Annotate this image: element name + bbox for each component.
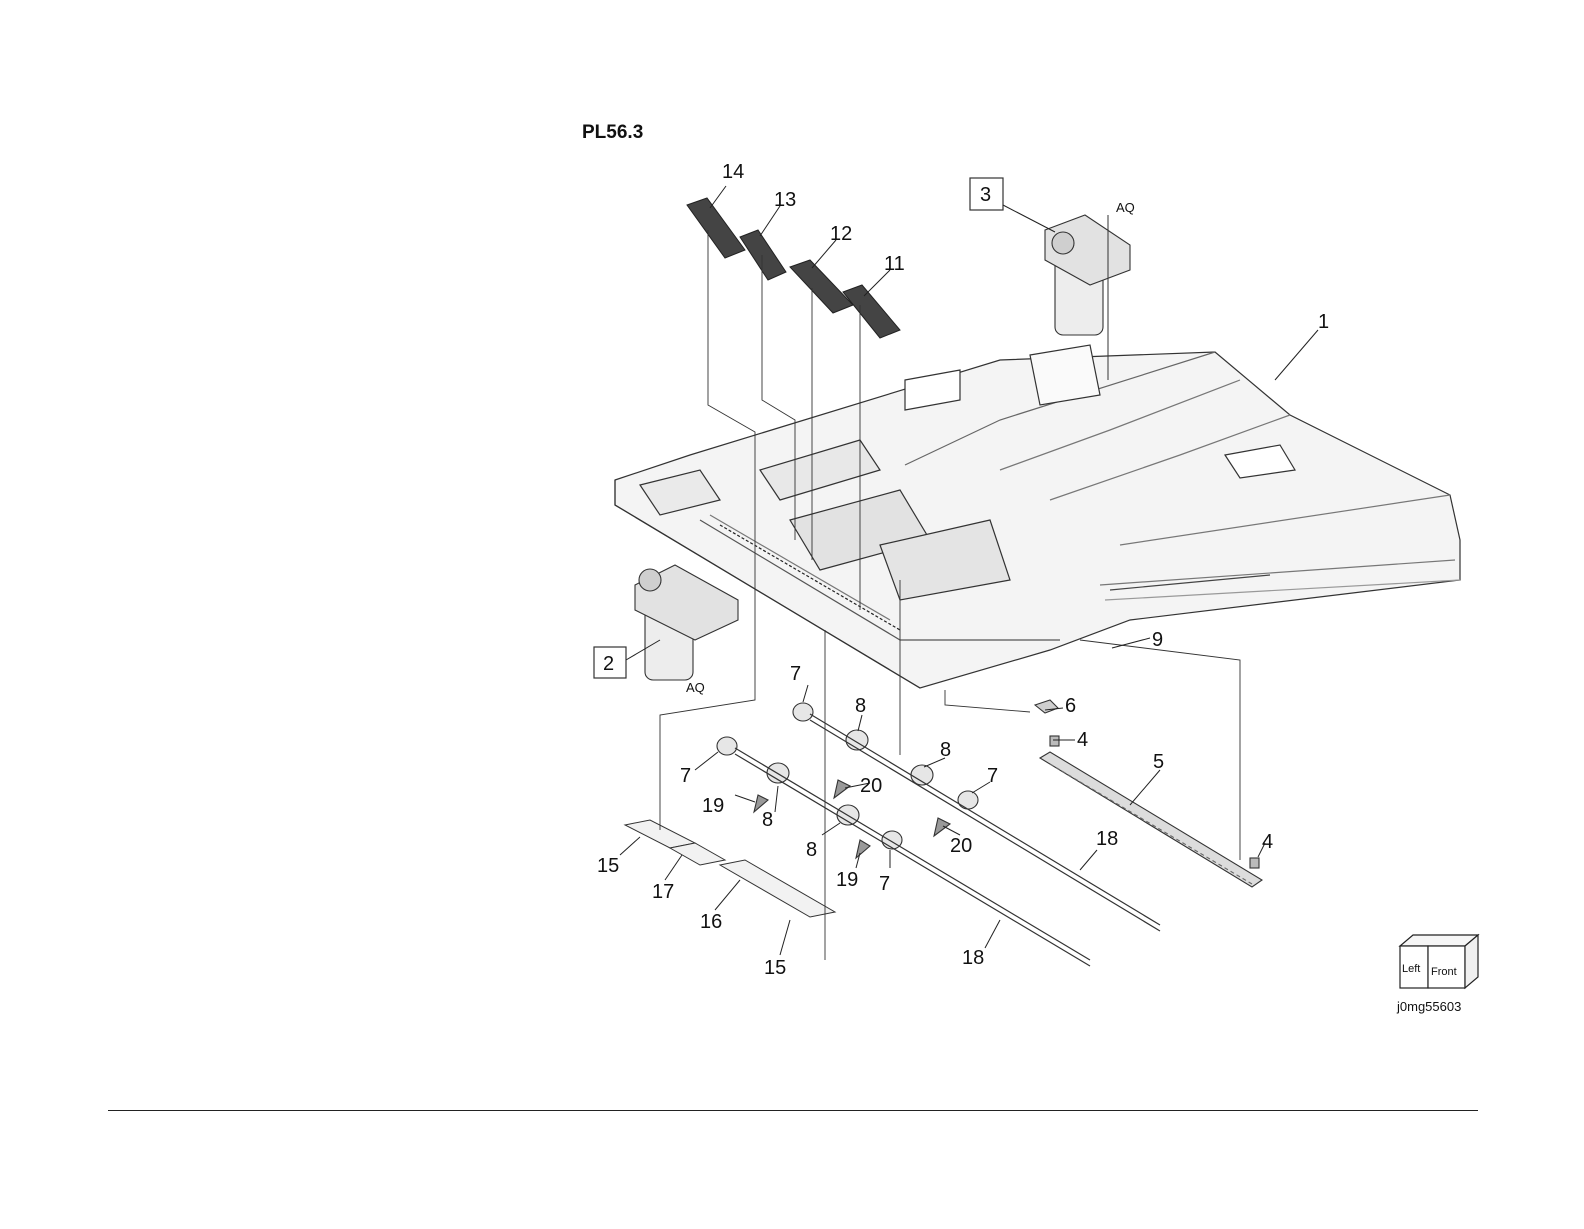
orientation-cube: Left Front [1400,935,1478,988]
callout-18-a: 18 [1096,828,1118,850]
callout-3: 3 [980,184,991,206]
footer-divider [108,1110,1478,1111]
callout-18-b: 18 [962,947,984,969]
plate-title: PL56.3 [582,122,643,143]
callout-16: 16 [700,911,722,933]
motor-assembly-upper [1045,215,1130,335]
callout-7-c: 7 [680,765,691,787]
callout-13: 13 [774,189,796,211]
callout-15-a: 15 [597,855,619,877]
callout-7-a: 7 [790,663,801,685]
motor-assembly-lower [635,565,738,680]
callout-8-c: 8 [762,809,773,831]
cube-front-label: Front [1431,966,1457,978]
main-tray-assembly [615,345,1460,688]
callout-19-a: 19 [702,795,724,817]
feed-plate [1035,700,1262,887]
callout-4-bottom: 4 [1262,831,1273,853]
image-code: j0mg55603 [1396,999,1461,1014]
callout-20-b: 20 [950,835,972,857]
callout-17: 17 [652,881,674,903]
callout-8-d: 8 [806,839,817,861]
callout-5: 5 [1153,751,1164,773]
callout-4-top: 4 [1077,729,1088,751]
callout-15-b: 15 [764,957,786,979]
reference-tag-upper: AQ [1116,200,1135,215]
callout-9: 9 [1152,629,1163,651]
callout-11: 11 [884,253,905,275]
cube-left-label: Left [1402,963,1420,975]
callout-12: 12 [830,223,852,245]
callout-8-a: 8 [855,695,866,717]
reference-tag-lower: AQ [686,680,705,695]
callout-6: 6 [1065,695,1076,717]
callout-14: 14 [722,161,744,183]
callout-7-d: 7 [879,873,890,895]
seal-parts-11-14 [687,198,900,338]
callout-19-b: 19 [836,869,858,891]
callout-20-a: 20 [860,775,882,797]
callout-1: 1 [1318,311,1329,333]
callout-8-b: 8 [940,739,951,761]
callout-7-b: 7 [987,765,998,787]
rollers-and-clips [717,703,978,858]
callout-2: 2 [603,653,614,675]
